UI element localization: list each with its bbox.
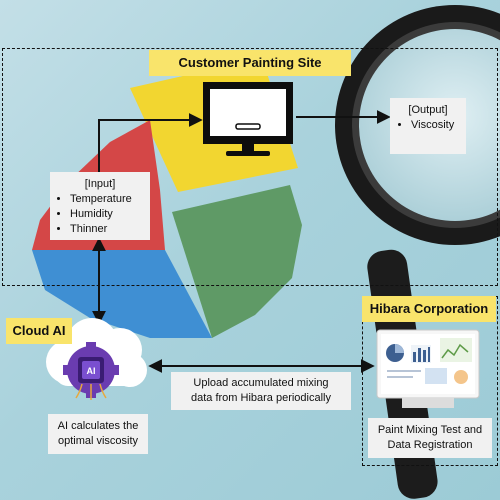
monitor-icon (203, 82, 293, 156)
input-item: Temperature (70, 192, 144, 207)
input-box: [Input] Temperature Humidity Thinner (50, 172, 150, 240)
hibara-caption: Paint Mixing Test and Data Registration (368, 418, 492, 458)
cloud-caption-line: AI calculates the (57, 420, 139, 432)
hibara-caption-line: Paint Mixing Test and (377, 424, 483, 436)
input-heading: [Input] (84, 178, 116, 190)
upload-caption: Upload accumulated mixing data from Hiba… (171, 372, 351, 410)
upload-caption-line: data from Hibara periodically (190, 392, 331, 404)
output-item: Viscosity (411, 118, 459, 133)
ai-chip-label: AI (87, 366, 96, 376)
input-item: Humidity (70, 207, 144, 222)
output-box: [Output] Viscosity (390, 98, 466, 154)
cloud-caption-line: optimal viscosity (57, 435, 139, 447)
ai-chip-icon: AI (63, 342, 119, 400)
input-list: Temperature Humidity Thinner (56, 192, 144, 237)
hibara-label: Hibara Corporation (362, 296, 496, 322)
dashboard-icon (376, 329, 480, 408)
cloud-ai-label: Cloud AI (6, 318, 72, 344)
output-heading: [Output] (408, 104, 448, 116)
upload-caption-line: Upload accumulated mixing (193, 377, 329, 389)
output-list: Viscosity (397, 118, 459, 133)
wheel-segment-blue (32, 250, 212, 338)
cloud-caption: AI calculates the optimal viscosity (48, 414, 148, 454)
wheel-segment-green (172, 185, 302, 338)
site-title: Customer Painting Site (149, 50, 351, 76)
arrow-input-to-monitor (98, 113, 203, 172)
hibara-caption-line: Data Registration (387, 439, 473, 451)
input-item: Thinner (70, 222, 144, 237)
customer-site-boundary (2, 48, 498, 286)
